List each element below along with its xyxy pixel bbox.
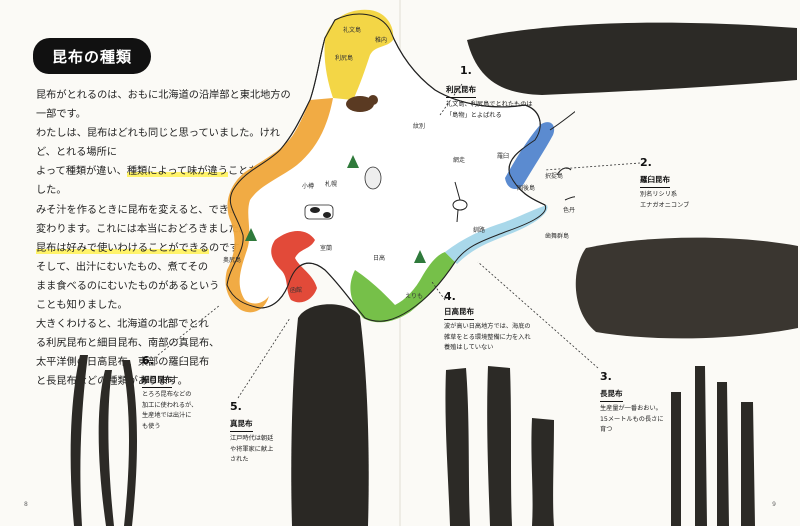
callout-title: 利尻昆布 xyxy=(446,84,476,98)
map-label-sapporo: 札幌 xyxy=(325,180,337,188)
body-line: る利尻昆布と細目昆布、南部の真昆布、 xyxy=(36,338,220,350)
map-label-erimo: えりも xyxy=(405,293,423,300)
callout-desc-line: 雑草をとる環境整備に力を入れ xyxy=(444,333,531,341)
callout-desc-line: 育つ xyxy=(600,426,613,433)
callout-number: 5. xyxy=(230,400,242,413)
map-label-kushiro: 釧路 xyxy=(473,226,485,234)
map-label-rausu: 羅臼 xyxy=(497,152,509,160)
makombu-region xyxy=(271,231,317,303)
body-line: みそ汁を作るときに昆布を変えると、できあがりの味が xyxy=(36,204,290,216)
body-line: そして、出汁にむいたもの、煮てその xyxy=(36,261,209,273)
map-label-tomakomai: 室蘭 xyxy=(320,244,332,252)
callout-desc-line: も使う xyxy=(142,422,161,430)
callout-desc: とろろ昆布などの 加工に使われるが、 生産地では出汁に も使う xyxy=(142,390,197,432)
callout-desc-line: とろろ昆布などの xyxy=(142,391,192,398)
callout-title: 長昆布 xyxy=(600,388,623,402)
kelp-photo-hosome xyxy=(70,355,137,526)
callout-number: 3. xyxy=(600,370,612,383)
map-label-habomai: 歯舞群島 xyxy=(545,232,569,240)
highlighted-text: 昆布は好みで使いわけることができる xyxy=(36,242,209,254)
callout-desc-line: や将軍家に献上 xyxy=(230,445,274,453)
callout-desc: 生産量が一番おおい。 15メートルもの長さに 育つ xyxy=(600,404,664,436)
page-number-right: 9 xyxy=(772,501,776,508)
map-label-okushiri: 奥尻島 xyxy=(223,256,241,264)
map-label-hidaka: 日高 xyxy=(373,254,385,262)
naga-region xyxy=(445,205,548,264)
crane-icon xyxy=(452,181,468,223)
callout-desc-line: 加工に使われるが、 xyxy=(142,401,198,409)
callout-desc-line: 養殖はしていない xyxy=(444,344,494,351)
map-label-abashiri: 網走 xyxy=(453,156,465,164)
section-title: 昆布の種類 xyxy=(33,38,151,74)
callout-desc: 別名リシリ系 エナガオニコンブ xyxy=(640,190,689,211)
hokkaido-map: 礼文島 稚内 利尻島 紋別 網走 羅臼 国後島 色丹島 歯舞群島 択捉島 小樽 … xyxy=(223,9,575,323)
callout-desc-line: 波が高い日高地方では、海底の xyxy=(444,323,531,330)
kelp-photo-makombu xyxy=(291,304,369,526)
map-label-otaru: 小樽 xyxy=(302,182,314,190)
callout-desc: 江戸時代は朝廷 や将軍家に献上 された xyxy=(230,434,273,466)
hosome-region xyxy=(225,98,333,313)
callout-number: 4. xyxy=(444,290,456,303)
cow-icon xyxy=(304,204,334,220)
kelp-photo-naga xyxy=(671,366,755,526)
map-label-shikotan: 色丹島 xyxy=(563,206,575,214)
callout-title: 日高昆布 xyxy=(444,306,474,320)
body-line: 昆布は好みで使いわけることができるのです。 xyxy=(36,239,298,258)
callout-desc-line: 15メートルもの長さに xyxy=(600,415,664,423)
callout-title: 羅臼昆布 xyxy=(640,174,670,188)
callout-title: 真昆布 xyxy=(230,418,253,432)
body-fragment: よって種類が違い、 xyxy=(36,166,127,178)
kelp-photo-rausu xyxy=(575,237,798,339)
kelp-photo-rishiri xyxy=(467,22,797,96)
owl-icon xyxy=(364,166,382,190)
body-line: 大きくわけると、北海道の北部でとれ xyxy=(36,319,209,331)
map-label-wakkanai: 稚内 xyxy=(375,36,387,44)
page-number-left: 8 xyxy=(24,501,28,508)
callout-desc: 礼文島、利尻島でとれたものは 「島物」とよばれる xyxy=(446,100,533,121)
callout-number: 2. xyxy=(640,156,652,169)
kelp-photo-hidaka xyxy=(445,366,554,526)
kuril-islands xyxy=(549,110,575,201)
callout-desc-line: 「島物」とよばれる xyxy=(446,111,502,119)
callout-number: 1. xyxy=(460,64,472,77)
callout-desc-line: 生産地では出汁に xyxy=(142,412,192,419)
body-line: と長昆布などの種類があります。 xyxy=(36,376,188,388)
map-label-rebun: 礼文島 xyxy=(343,26,361,34)
map-label-etorofu: 択捉島 xyxy=(545,172,563,180)
body-line: わたしは、昆布はどれも同じと思っていました。けれど、とれる場所に xyxy=(36,128,280,159)
rausu-region xyxy=(505,122,555,190)
callout-desc-line: 江戸時代は朝廷 xyxy=(230,435,274,442)
callout-desc-line: エナガオニコンブ xyxy=(640,201,690,209)
callout-desc-line: 別名リシリ系 xyxy=(640,191,678,198)
body-text: 昆布がとれるのは、おもに北海道の沿岸部と東北地方の一部です。 わたしは、昆布はど… xyxy=(36,86,298,392)
map-label-rishiri: 利尻島 xyxy=(335,54,353,62)
callout-desc: 波が高い日高地方では、海底の 雑草をとる環境整備に力を入れ 養殖はしていない xyxy=(444,322,531,354)
body-line: 昆布がとれるのは、おもに北海道の沿岸部と東北地方の一部です。 xyxy=(36,90,291,121)
callout-desc-line: 礼文島、利尻島でとれたものは xyxy=(446,101,533,108)
body-line: まま食べるのにむいたものがあるという xyxy=(36,280,220,292)
callout-desc-line: された xyxy=(230,456,249,463)
callout-number: 6. xyxy=(142,354,154,367)
body-line: 変わります。これには本当におどろきました。 xyxy=(36,223,249,235)
map-label-kunashiri: 国後島 xyxy=(517,184,535,192)
rishiri-region xyxy=(324,9,394,100)
body-line: ことも知りました。 xyxy=(36,300,128,312)
body-fragment: のです。 xyxy=(208,242,249,254)
bear-icon xyxy=(346,95,378,112)
map-label-monbetsu: 紋別 xyxy=(413,122,425,130)
tree-icon xyxy=(245,155,426,263)
callout-title: 細目昆布 xyxy=(142,374,172,388)
callout-desc-line: 生産量が一番おおい。 xyxy=(600,405,662,412)
highlighted-text: 種類によって味が違う xyxy=(126,166,228,178)
hidaka-region xyxy=(350,252,455,323)
map-label-hakodate: 函館 xyxy=(290,286,302,294)
